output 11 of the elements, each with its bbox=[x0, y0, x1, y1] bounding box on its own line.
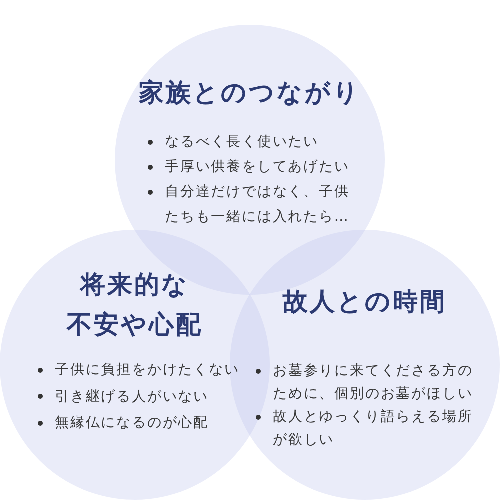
list-item-text: 無縁仏になるのが心配 bbox=[55, 414, 210, 433]
list-item-text: なるべく長く使いたい bbox=[165, 133, 320, 152]
list-item-text: 引き継げる人がいない bbox=[55, 388, 210, 406]
list-item-text: 故人とゆっくり語らえる場所が欲しい bbox=[273, 408, 474, 450]
list-item-text: 手厚い供養をしてあげたい bbox=[165, 158, 351, 177]
list-item-text: お墓参りに来てくださる方のために、個別のお墓がほしい bbox=[273, 362, 474, 404]
list-item-text: 子供に負担をかけたくない bbox=[55, 361, 241, 380]
list-item-text: 自分達だけではなく、子供たちも一緒には入れたら… bbox=[165, 183, 351, 227]
circle-title: 将来的な不安や心配 bbox=[66, 269, 204, 341]
circle-title: 故人との時間 bbox=[282, 286, 448, 318]
circle-title: 家族とのつながり bbox=[138, 77, 362, 109]
